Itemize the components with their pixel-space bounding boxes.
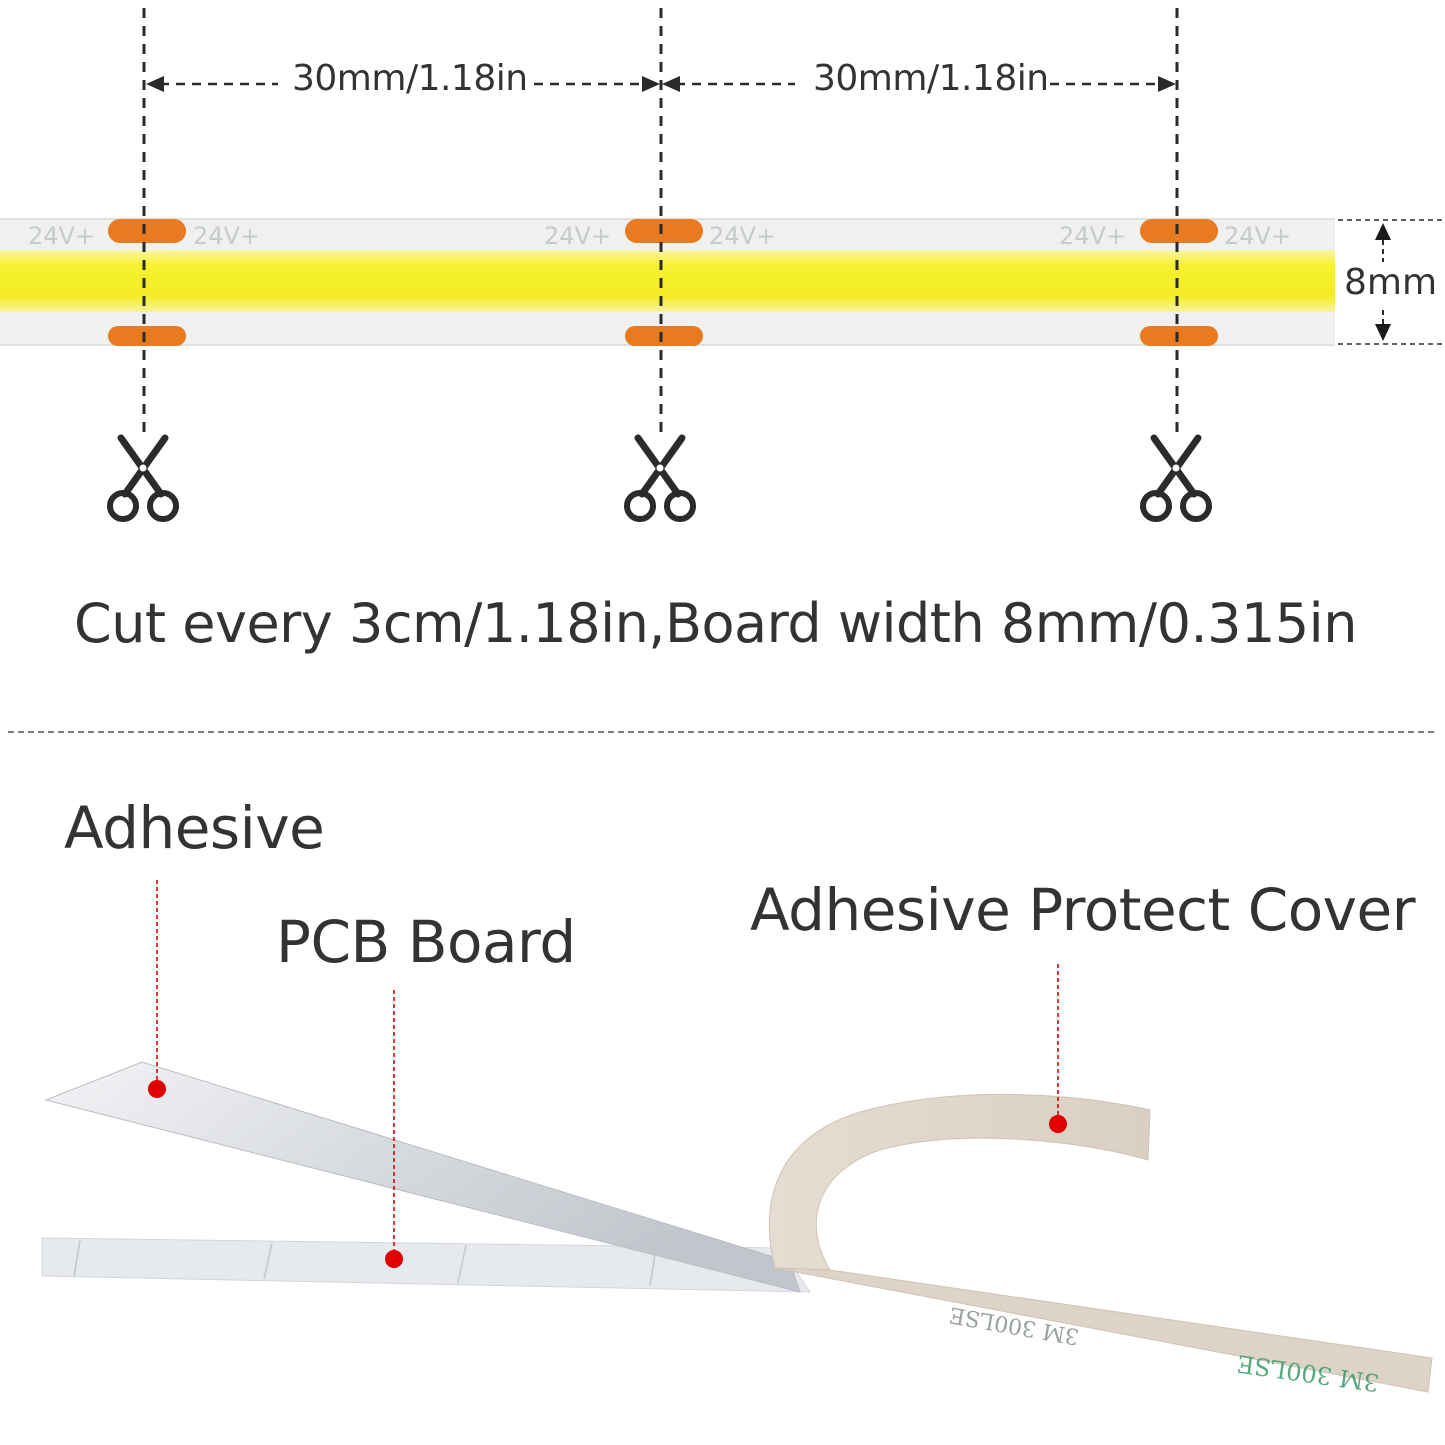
solder-pad — [108, 219, 186, 243]
arrow-right-icon — [642, 76, 660, 92]
arrow-right-icon — [1158, 76, 1176, 92]
solder-pad — [625, 326, 703, 346]
solder-pad — [108, 326, 186, 346]
pad-label: 24V+ — [28, 222, 95, 250]
arrow-up-icon — [1375, 223, 1391, 240]
pad-labels: 24V+ 24V+ 24V+ 24V+ 24V+ 24V+ — [28, 222, 1291, 250]
width-label: 8mm — [1344, 262, 1438, 303]
pad-label: 24V+ — [1059, 222, 1126, 250]
solder-pads — [108, 219, 1218, 346]
solder-pad — [1140, 326, 1218, 346]
spacing-label: 30mm/1.18in — [292, 58, 528, 99]
width-dimension — [1338, 219, 1445, 345]
arrow-down-icon — [1375, 324, 1391, 341]
arrow-heads — [146, 76, 1176, 92]
solder-pad — [1140, 219, 1218, 243]
marker-dot — [148, 1080, 166, 1098]
label-adhesive: Adhesive — [64, 794, 325, 862]
arrow-left-icon — [146, 76, 164, 92]
spacing-label: 30mm/1.18in — [813, 58, 1049, 99]
label-adhesive-protect-cover: Adhesive Protect Cover — [750, 876, 1416, 944]
pad-label: 24V+ — [709, 222, 776, 250]
marker-dot — [1049, 1115, 1067, 1133]
cut-lines — [142, 8, 1179, 440]
solder-pad — [625, 219, 703, 243]
marker-dot — [385, 1250, 403, 1268]
pad-label: 24V+ — [193, 222, 260, 250]
scissors-icon — [107, 434, 179, 522]
leader-lines — [156, 880, 1059, 1250]
pcb-board-strip — [41, 1237, 811, 1293]
protect-cover: 3M 300LSE 3M 300LSE — [768, 1093, 1433, 1397]
cut-caption: Cut every 3cm/1.18in,Board width 8mm/0.3… — [74, 592, 1357, 655]
pad-label: 24V+ — [544, 222, 611, 250]
scissors-icon — [1140, 434, 1212, 522]
scissors-icon — [624, 434, 696, 522]
arrow-left-icon — [662, 76, 680, 92]
pad-label: 24V+ — [1224, 222, 1291, 250]
markers — [148, 1080, 1067, 1268]
led-light-band — [0, 250, 1335, 312]
label-pcb-board: PCB Board — [276, 908, 576, 976]
